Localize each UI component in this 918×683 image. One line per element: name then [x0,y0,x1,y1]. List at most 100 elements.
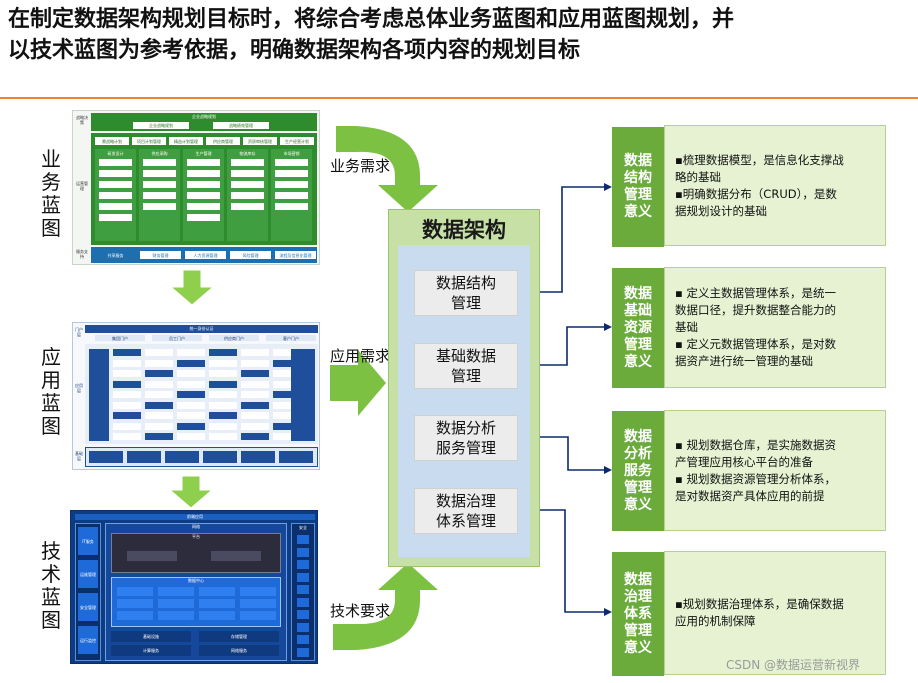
bp-tech-left-item-label: 运维管理 [80,571,96,577]
title-line-2: 以技术蓝图为参考依据，明确数据架构各项内容的规划目标 [8,38,581,63]
bp-app-cell [113,401,141,409]
bp-tech-bottom-item-label: 网络服务 [231,648,247,653]
bp-app-portal-label: 供应商门户 [224,335,244,341]
bp-app-bottom-cell [203,451,237,463]
bp-app-row-1: 应用层 [75,383,83,393]
bp-app-cell [113,412,141,419]
bp-tech-dc-cell [158,599,194,608]
bp-app-cell [177,412,205,419]
bp-app-cell [241,433,269,440]
connector-lines [518,186,610,613]
page-title: 在制定数据架构规划目标时，将综合考虑总体业务蓝图和应用蓝图规划，并 以技术蓝图为… [8,4,913,66]
bp-app-cell [209,433,237,440]
goal-box-base-data: ▪ 定义主数据管理体系，是统一 数据口径，提升数据整合能力的 基础 ▪ 定义元数… [664,267,886,388]
bp-tech-dc-cell [240,611,276,620]
bp-tech-right-cell [297,547,309,557]
technology-blueprint-label: 技术蓝图 [41,539,61,632]
bp-biz-mid-item [243,137,277,145]
bp-tech-dc-cell [240,587,276,596]
bp-tech-dc-cell [117,611,153,620]
bp-biz-cell [187,181,220,188]
bp-app-portal [95,335,145,341]
application-blueprint-image: 门户层 应用层 基础层 统一身份认证 集团门户员工门户供应商门户客户门户 [72,322,320,470]
bp-biz-bottom-item [275,251,316,259]
bp-biz-mid-item-label: 需战略计划 [102,138,122,144]
bp-biz-cell [187,214,220,221]
bp-biz-cell [187,192,220,199]
goal-tag-data-governance: 数据 治理 体系 管理 意义 [612,552,664,676]
bp-app-cell [241,380,269,388]
bp-tech-bottom-item-label: 存储管理 [231,634,247,639]
bp-tech-right-cell [297,572,309,582]
bp-app-cell [145,422,173,430]
module-data-structure: 数据结构 管理 [414,270,518,316]
bp-tech-right-cell [297,622,309,632]
bp-app-bottom-cell [89,451,123,463]
bp-biz-cell [99,214,132,221]
bp-app-cell [145,401,173,409]
bp-app-cell [145,433,173,440]
bp-biz-row-1: 战略决策 [76,115,88,125]
goal-tag-base-data: 数据 基础 资源 管理 意义 [612,268,664,388]
bp-app-cell [145,380,173,388]
bp-biz-cell [275,170,308,177]
technology-req-arrow [333,563,438,650]
bp-app-cell [145,349,173,356]
connector-2-head [604,323,612,331]
bp-tech-right-cell [297,597,309,607]
bp-app-cell [113,391,141,398]
module-base-data: 基础数据 管理 [414,343,518,389]
bp-tech-data-center: 数据中心 [188,578,204,583]
bp-biz-cell [231,170,264,177]
bp-biz-cell [187,159,220,166]
bp-app-cell [113,433,141,440]
bp-biz-cell [99,192,132,199]
bp-biz-row-3: 服务支持 [76,249,88,259]
bp-biz-row-2: 运营管理 [76,181,88,191]
bp-tech-dc-cell [117,587,153,596]
module-data-analysis-line2: 服务管理 [435,439,496,457]
bp-app-cell [177,391,205,398]
bp-biz-bottom-item-label: 共享服务 [107,252,124,258]
bp-tech-right-cell [297,535,309,544]
bp-app-cell [241,401,269,409]
bp-app-cell [145,359,173,367]
bp-app-cell [177,370,205,377]
module-base-data-line2: 管理 [450,367,481,385]
bp-app-cell [113,349,141,356]
bp-tech-dc-cell [199,599,235,608]
bp-app-portal [266,335,316,341]
bp-app-cell [241,370,269,377]
bp-app-cell [145,370,173,377]
data-architecture-title: 数据架构 [422,218,506,242]
bp-app-cell [113,370,141,377]
bp-biz-cell [187,170,220,177]
bp-tech-left-item-label: IT服务 [82,538,94,544]
bp-tech-left-item-label: 运行监控 [80,637,96,643]
bp-app-cell [209,391,237,398]
bp-app-cell [177,422,205,430]
bp-tech-right-cell [297,610,309,619]
bp-tech-left-item [78,527,98,555]
bp-biz-bottom-item-label: 流程及信息化管理 [279,252,312,258]
module-data-structure-line2: 管理 [450,294,481,312]
connector-3 [518,436,610,471]
bp-app-cell [113,380,141,388]
bp-app-bottom-cell [241,451,275,463]
bp-biz-bottom-item [140,251,181,259]
bp-app-cell [113,359,141,367]
bp-biz-cell [231,159,264,166]
connector-3-head [604,466,612,474]
connector-4-head [604,608,612,616]
technology-requirement-label: 技术要求 [330,602,391,620]
title-divider [0,97,918,99]
bp-biz-bottom-item-label: 人力资源管理 [193,252,218,258]
bp-biz-cell [275,181,308,188]
bp-tech-bottom-item-label: 计算服务 [143,648,159,653]
bp-biz-cell [99,159,132,166]
bp-app-cell [177,359,205,367]
bp-app-cell [177,401,205,409]
bp-app-cell [241,359,269,367]
bp-app-cell [241,349,269,356]
connector-4 [518,509,610,613]
